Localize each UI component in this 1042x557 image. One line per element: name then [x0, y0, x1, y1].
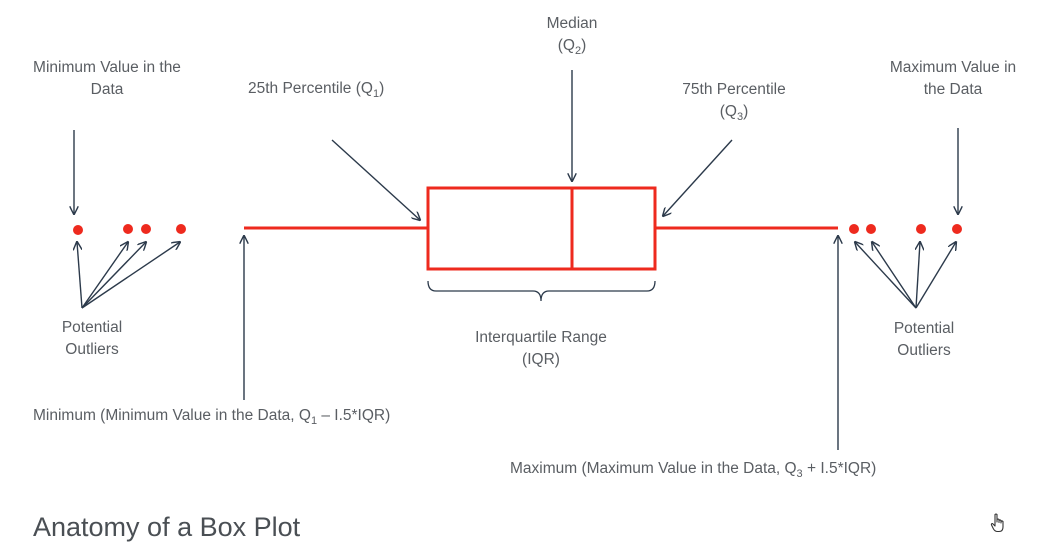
- iqr-brace: [427, 280, 656, 302]
- outlier-arrow-right: [855, 242, 917, 309]
- outlier-arrow-left: [81, 242, 180, 309]
- maximum-label: Maximum (Maximum Value in the Data, Q3 +…: [510, 460, 877, 481]
- median-label: Median (Q2): [546, 15, 598, 58]
- outlier-arrow-right: [916, 242, 920, 309]
- outlier-dot: [176, 224, 186, 234]
- outlier-dot: [141, 224, 151, 234]
- min-value-label: Minimum Value in the Data: [33, 59, 181, 98]
- iqr-label: Interquartile Range (IQR): [475, 329, 607, 368]
- iqr-box: [426, 186, 657, 271]
- outlier-arrow-right: [915, 242, 956, 309]
- q3-label: 75th Percentile (Q3): [682, 81, 786, 124]
- q1-arrow: [331, 139, 420, 220]
- outlier-dot: [123, 224, 133, 234]
- q3-arrow: [663, 139, 733, 216]
- outliers-right-label: Potential Outliers: [893, 320, 955, 359]
- diagram-caption: Anatomy of a Box Plot: [33, 512, 301, 542]
- outlier-dot: [952, 224, 962, 234]
- hand-pointer-icon: [990, 513, 1006, 539]
- outlier-dot: [866, 224, 876, 234]
- outlier-dot: [73, 225, 83, 235]
- outlier-arrow-left: [81, 242, 128, 309]
- minimum-label: Minimum (Minimum Value in the Data, Q1 –…: [33, 407, 391, 428]
- outlier-arrow-left: [81, 242, 146, 309]
- max-value-label: Maximum Value in the Data: [889, 59, 1017, 98]
- outlier-arrow-left: [77, 242, 83, 309]
- outlier-arrow-right: [872, 242, 917, 309]
- q1-label: 25th Percentile (Q1): [248, 80, 385, 101]
- outlier-dot: [916, 224, 926, 234]
- outliers-left-label: Potential Outliers: [61, 319, 123, 358]
- outlier-dot: [849, 224, 859, 234]
